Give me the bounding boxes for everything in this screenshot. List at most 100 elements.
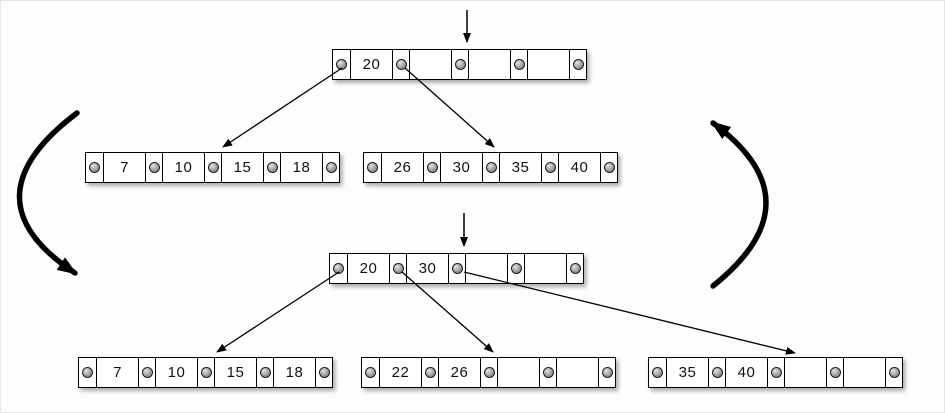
key-cell xyxy=(527,50,569,79)
pointer-dot-icon xyxy=(207,162,219,173)
key-cell xyxy=(497,358,539,387)
pointer-cell xyxy=(482,153,499,182)
pointer-dot-icon xyxy=(770,367,782,378)
pointer-cell xyxy=(256,358,273,387)
pointer-dot-icon xyxy=(424,367,436,378)
pointer-cell xyxy=(362,358,379,387)
key-cell: 26 xyxy=(438,358,480,387)
pointer-dot-icon xyxy=(601,367,613,378)
key-cell: 20 xyxy=(350,50,392,79)
pointer-dot-icon xyxy=(510,263,522,274)
pointer-dot-icon xyxy=(200,367,212,378)
key-cell xyxy=(409,50,451,79)
pointer-dot-icon xyxy=(569,263,581,274)
pointer-cell xyxy=(263,153,280,182)
pointer-dot-icon xyxy=(711,367,723,378)
pointer-dot-icon xyxy=(392,263,404,274)
key-cell: 7 xyxy=(96,358,138,387)
pointer-cell xyxy=(708,358,725,387)
child-pointer-arrow-top-left xyxy=(222,67,343,148)
pointer-dot-icon xyxy=(325,162,337,173)
pointer-dot-icon xyxy=(544,162,556,173)
pointer-cell xyxy=(541,153,558,182)
pointer-cell xyxy=(86,153,103,182)
pointer-dot-icon xyxy=(572,59,584,70)
pointer-dot-icon xyxy=(451,263,463,274)
pointer-dot-icon xyxy=(365,367,376,378)
pointer-cell xyxy=(451,50,468,79)
pointer-cell xyxy=(598,358,615,387)
pointer-dot-icon xyxy=(603,162,615,173)
btree-node-bottom-right-leaf: 35 40 xyxy=(648,357,903,388)
pointer-cell xyxy=(566,254,583,283)
key-cell: 35 xyxy=(666,358,708,387)
pointer-cell xyxy=(315,358,332,387)
key-cell: 10 xyxy=(162,153,204,182)
key-cell: 26 xyxy=(381,153,423,182)
pointer-cell xyxy=(539,358,556,387)
key-cell: 15 xyxy=(214,358,256,387)
pointer-cell xyxy=(649,358,666,387)
pointer-cell xyxy=(389,254,406,283)
key-cell xyxy=(843,358,885,387)
pointer-dot-icon xyxy=(148,162,160,173)
key-cell: 15 xyxy=(221,153,263,182)
split-transition-arrow-left xyxy=(16,110,80,276)
split-transition-arrow-right xyxy=(710,120,769,289)
pointer-dot-icon xyxy=(426,162,438,173)
pointer-cell xyxy=(767,358,784,387)
pointer-cell xyxy=(885,358,902,387)
pointer-dot-icon xyxy=(367,162,378,173)
key-cell: 10 xyxy=(155,358,197,387)
pointer-dot-icon xyxy=(395,59,407,70)
key-cell: 30 xyxy=(406,254,448,283)
pointer-dot-icon xyxy=(141,367,153,378)
pointer-dot-icon xyxy=(483,367,495,378)
pointer-cell xyxy=(79,358,96,387)
pointer-dot-icon xyxy=(454,59,466,70)
pointer-dot-icon xyxy=(829,367,841,378)
pointer-cell xyxy=(569,50,586,79)
pointer-cell xyxy=(204,153,221,182)
pointer-dot-icon xyxy=(888,367,900,378)
key-cell xyxy=(556,358,598,387)
pointer-dot-icon xyxy=(336,59,347,70)
pointer-cell xyxy=(364,153,381,182)
pointer-cell xyxy=(423,153,440,182)
key-cell: 30 xyxy=(440,153,482,182)
key-cell: 22 xyxy=(379,358,421,387)
pointer-dot-icon xyxy=(318,367,330,378)
child-pointer-arrow-bottom-middle xyxy=(401,271,494,353)
pointer-cell xyxy=(145,153,162,182)
key-cell: 40 xyxy=(725,358,767,387)
pointer-cell xyxy=(197,358,214,387)
pointer-cell xyxy=(333,50,350,79)
pointer-dot-icon xyxy=(82,367,93,378)
key-cell xyxy=(465,254,507,283)
pointer-dot-icon xyxy=(89,162,100,173)
key-cell xyxy=(784,358,826,387)
pointer-cell xyxy=(322,153,339,182)
pointer-cell xyxy=(600,153,617,182)
pointer-dot-icon xyxy=(652,367,663,378)
pointer-cell xyxy=(138,358,155,387)
key-cell xyxy=(524,254,566,283)
pointer-dot-icon xyxy=(513,59,525,70)
pointer-dot-icon xyxy=(259,367,271,378)
key-cell: 18 xyxy=(280,153,322,182)
pointer-cell xyxy=(826,358,843,387)
btree-node-top-root: 20 xyxy=(332,49,587,80)
pointer-dot-icon xyxy=(333,263,344,274)
pointer-cell xyxy=(448,254,465,283)
pointer-cell xyxy=(510,50,527,79)
key-cell: 20 xyxy=(347,254,389,283)
pointer-dot-icon xyxy=(542,367,554,378)
btree-node-bottom-middle-leaf: 22 26 xyxy=(361,357,616,388)
pointer-cell xyxy=(507,254,524,283)
pointer-cell xyxy=(330,254,347,283)
